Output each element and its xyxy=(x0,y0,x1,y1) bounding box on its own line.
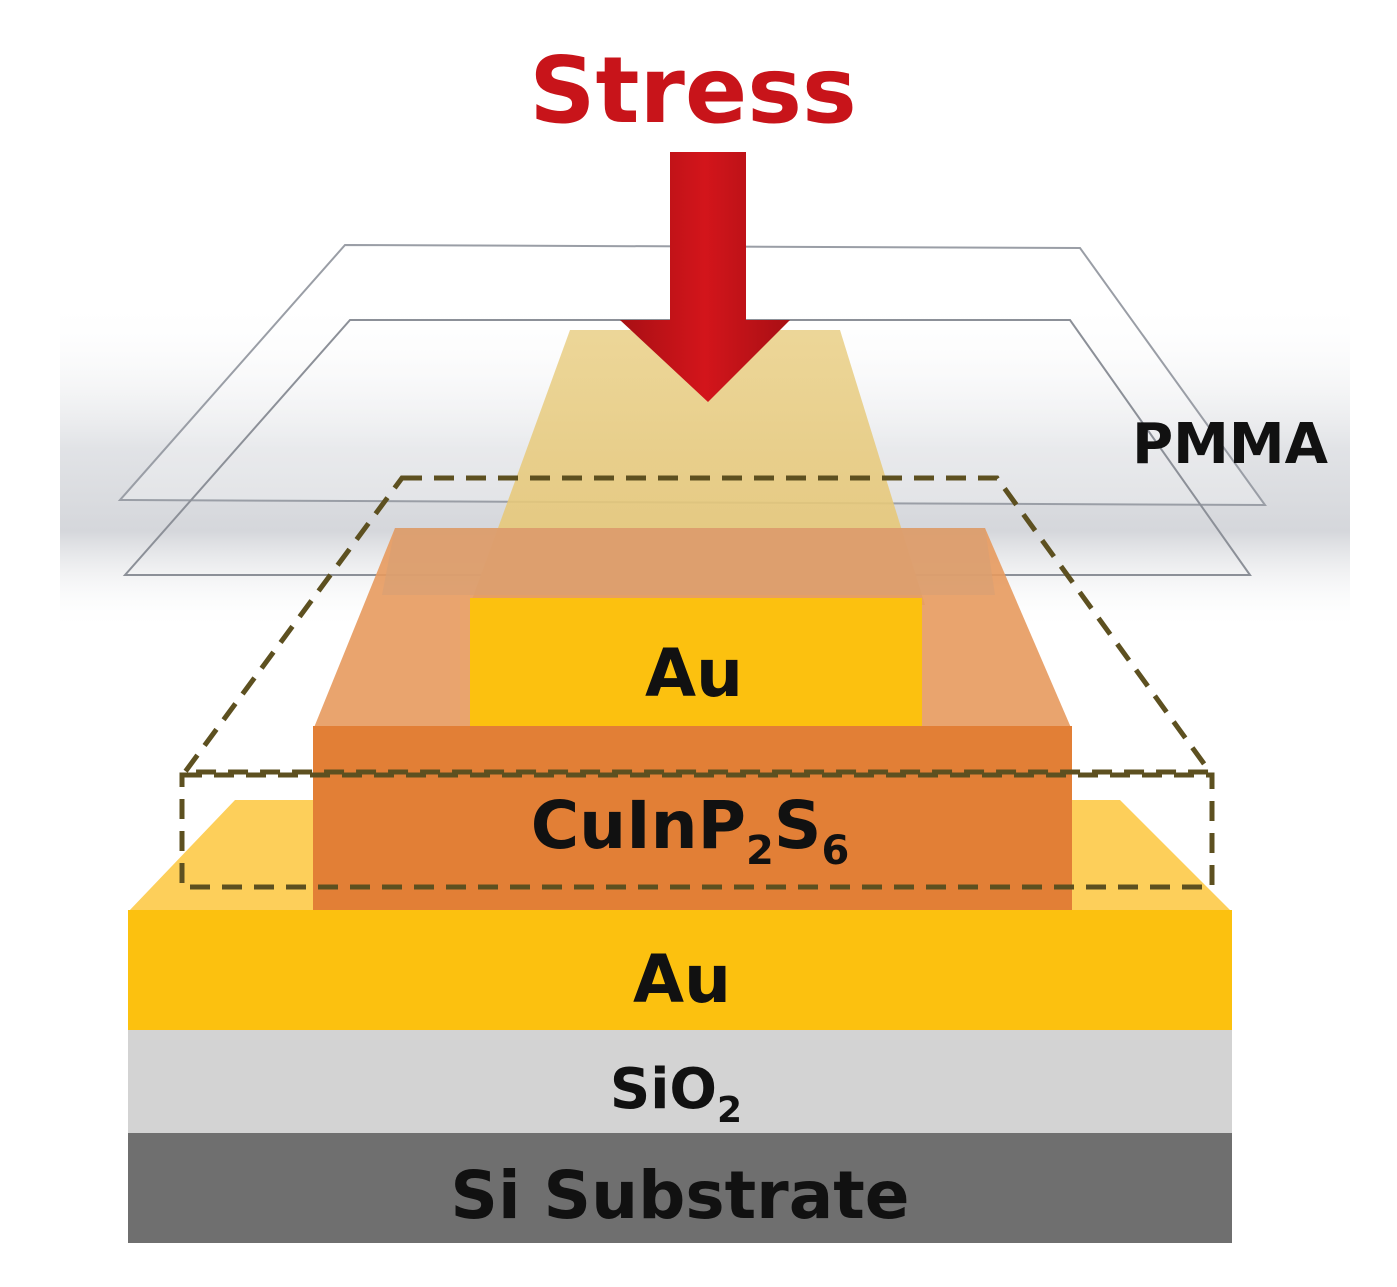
cips-top-shade xyxy=(382,528,995,595)
cips-front xyxy=(313,726,1072,910)
bottom-au-front xyxy=(128,910,1232,1030)
top-au-label: Au xyxy=(645,635,743,712)
stress-label: Stress xyxy=(529,37,857,144)
oxide-layer xyxy=(128,1030,1232,1133)
stress-arrow-icon xyxy=(620,152,790,402)
oxide-label: SiO2 xyxy=(610,1057,742,1131)
substrate-label: Si Substrate xyxy=(450,1157,909,1234)
pmma-label: PMMA xyxy=(1132,412,1328,477)
cips-label: CuInP2S6 xyxy=(531,787,850,874)
substrate-layer xyxy=(128,1133,1232,1243)
top-au-front xyxy=(470,598,922,726)
bottom-au-label: Au xyxy=(633,941,731,1018)
dashed-highlight-box xyxy=(179,475,1215,890)
